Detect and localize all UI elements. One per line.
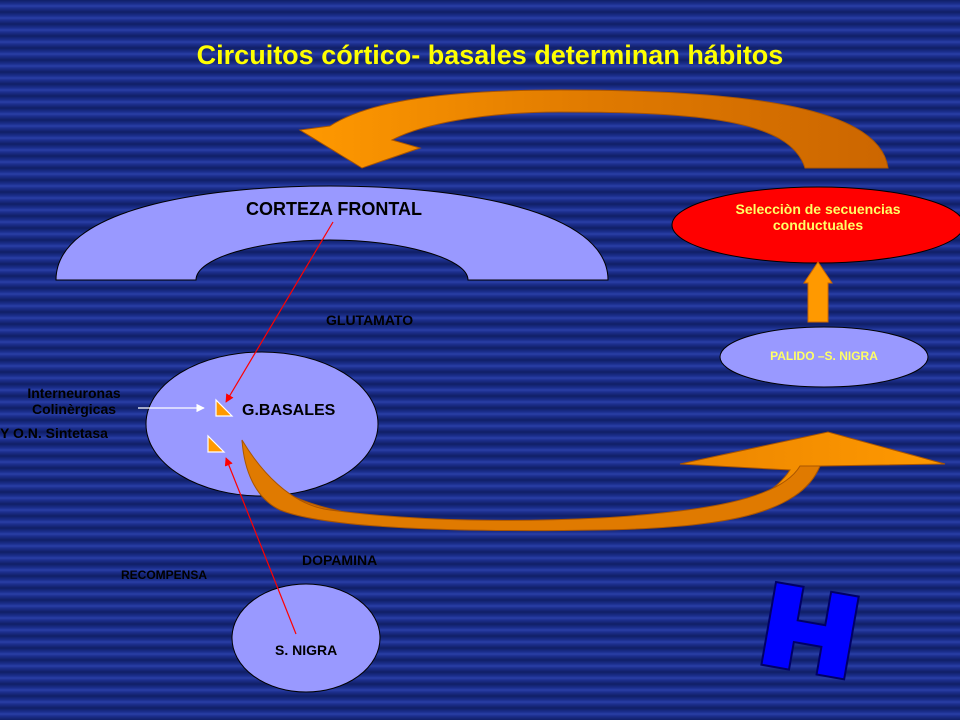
dopamina-label: DOPAMINA	[302, 552, 378, 568]
interneuronas-line2: Colinèrgicas	[31, 401, 117, 418]
recompensa-label: RECOMPENSA	[121, 568, 208, 582]
top-curved-arrow	[298, 89, 889, 169]
bottom-curved-arrow-body	[241, 439, 821, 532]
seleccion-label: Selecciòn de secuencias conductuales	[672, 201, 960, 233]
orange-triangle-icon	[207, 434, 226, 453]
glutamato-connector	[225, 221, 334, 403]
seleccion-label-line1: Selecciòn de secuencias	[735, 201, 901, 217]
corteza-frontal-shape	[55, 185, 609, 281]
interneuronas-label: Interneuronas Colinèrgicas Y O.N. Sintet…	[0, 385, 148, 441]
corteza-frontal-label: CORTEZA FRONTAL	[246, 199, 422, 219]
s-nigra-label: S. NIGRA	[275, 642, 338, 658]
dopamina-connector	[224, 457, 297, 635]
seleccion-label-line2: conductuales	[772, 217, 864, 234]
g-basales-label: G.BASALES	[242, 402, 336, 419]
orange-triangle-icon	[215, 398, 234, 417]
page-title: Circuitos córtico- basales determinan há…	[196, 40, 784, 70]
h-logo-icon	[760, 580, 860, 681]
interneuronas-line1: Interneuronas	[27, 385, 121, 401]
glutamato-label: GLUTAMATO	[326, 312, 414, 328]
palido-shape	[719, 326, 929, 388]
palido-label: PALIDO –S. NIGRA	[770, 349, 878, 363]
interneuronas-line3: Y O.N. Sintetasa	[0, 425, 108, 442]
s-nigra-shape	[231, 583, 381, 693]
up-arrow	[803, 261, 833, 323]
